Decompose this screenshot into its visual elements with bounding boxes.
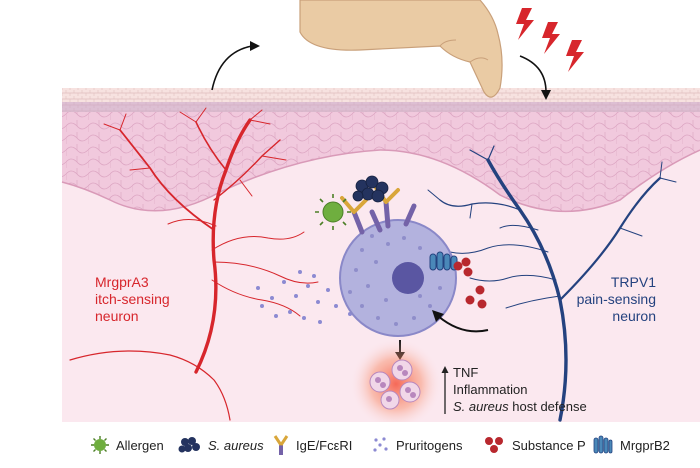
mrgprb2-receptor (429, 251, 458, 271)
mast-cell (339, 219, 457, 337)
itch-neuron-label-line1: MrgprA3 (95, 274, 149, 290)
legend-item-pruritogens: Pruritogens (372, 422, 462, 468)
effect-host-defense-species: S. aureus (453, 399, 509, 414)
inflammation-glow (350, 338, 442, 422)
substance-p (453, 257, 487, 309)
itch-neuron-label-line3: neuron (95, 308, 139, 324)
effect-host-defense-rest: host defense (508, 399, 587, 414)
effect-host-defense: S. aureus host defense (453, 398, 587, 415)
pruritogens-icon (373, 437, 388, 452)
scratch-arrow-left (211, 45, 253, 91)
pain-neuron-label: TRPV1 pain-sensing neuron (577, 274, 656, 325)
pain-neuron (427, 145, 677, 422)
release-arrow (437, 315, 489, 333)
legend-label-substance-p: Substance P (512, 437, 586, 453)
finger (299, 0, 503, 98)
pain-neuron-label-line1: TRPV1 (610, 274, 656, 290)
s-aureus-icon (178, 437, 200, 453)
pain-arrow-right (519, 55, 547, 93)
pain-neuron-label-line3: neuron (612, 308, 656, 324)
diagram-artwork (61, 0, 700, 422)
ige-receptor-icon (273, 435, 289, 455)
itch-neuron-label-line2: itch-sensing (95, 291, 170, 307)
itch-neuron-label: MrgprA3 itch-sensing neuron (95, 274, 170, 325)
pain-lightning-icon (516, 8, 584, 72)
legend-label-allergen: Allergen (116, 437, 164, 453)
itch-neuron (69, 107, 319, 421)
neutrophils (369, 359, 421, 410)
legend-label-mrgprb2: MrgprB2 (620, 437, 670, 453)
s-aureus-cluster (352, 175, 389, 203)
legend-label-ige: IgE/FcεRI (296, 437, 353, 453)
effect-tnf: TNF (453, 365, 479, 380)
legend-item-s-aureus: S. aureus (178, 422, 264, 468)
mrgprb2-icon (593, 435, 613, 454)
legend-item-allergen: Allergen (90, 422, 164, 468)
effect-inflammation: Inflammation (453, 382, 528, 397)
legend-label-pruritogens: Pruritogens (396, 437, 463, 453)
legend: Allergen S. aureus IgE/FcεRI Pruritogens… (0, 422, 700, 468)
pain-neuron-label-line2: pain-sensing (576, 291, 656, 307)
legend-item-ige: IgE/FcεRI (272, 422, 352, 468)
increase-arrow-icon (441, 366, 449, 414)
allergen-icon (91, 436, 109, 454)
mast-cell-effects: TNF Inflammation S. aureus host defense (440, 364, 587, 415)
legend-item-mrgprb2: MrgprB2 (592, 422, 670, 468)
substance-p-icon (485, 437, 503, 453)
legend-item-substance-p: Substance P (484, 422, 586, 468)
legend-label-s-aureus: S. aureus (208, 437, 264, 453)
allergen (315, 194, 351, 230)
